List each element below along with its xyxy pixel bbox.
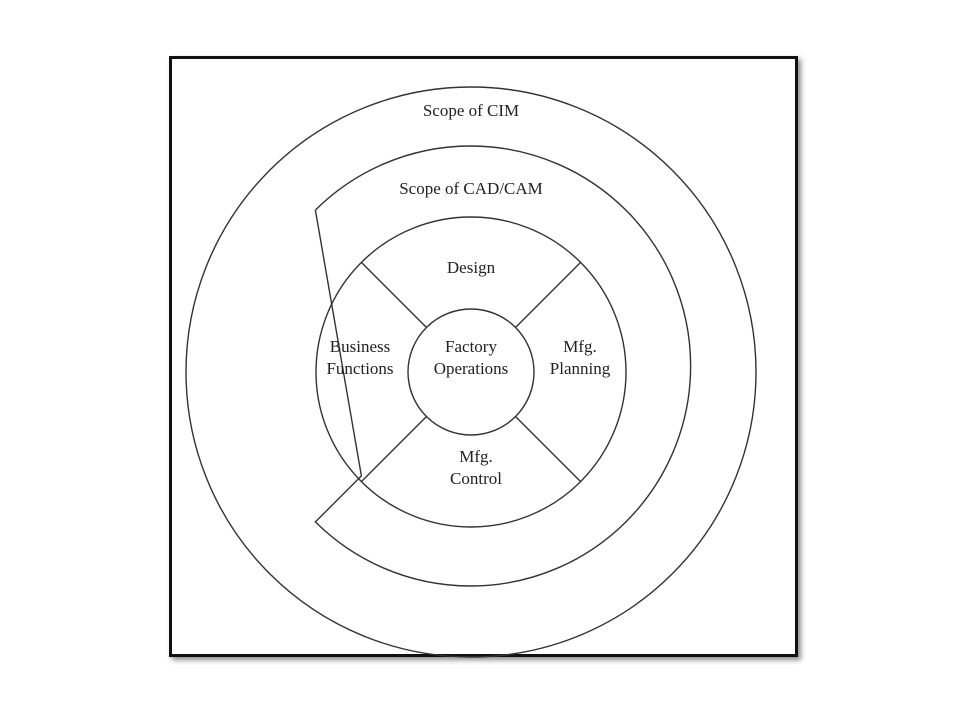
center-label-line2: Operations: [434, 359, 509, 378]
sector-control-label-line1: Mfg.: [459, 447, 493, 466]
factory-operations-circle: [407, 308, 535, 436]
divider-top-left: [360, 261, 427, 328]
divider-bottom-left: [360, 416, 427, 483]
sector-planning-label-line1: Mfg.: [563, 337, 597, 356]
divider-top-right: [515, 261, 582, 328]
sector-business-label-line1: Business: [330, 337, 390, 356]
sector-planning-label-line2: Planning: [550, 359, 611, 378]
cim-scope-label: Scope of CIM: [423, 101, 519, 120]
sector-control-label-line2: Control: [450, 469, 502, 488]
sector-business-label-line2: Functions: [326, 359, 393, 378]
diagram-frame: [169, 56, 798, 657]
cim-scope-circle: [185, 86, 757, 658]
sector-design-label: Design: [447, 258, 496, 277]
divider-bottom-right: [515, 416, 582, 483]
center-label-line1: Factory: [445, 337, 497, 356]
cad-cam-scope-band: [314, 145, 692, 587]
cad-cam-scope-label: Scope of CAD/CAM: [399, 179, 543, 198]
functions-circle: [315, 216, 627, 528]
